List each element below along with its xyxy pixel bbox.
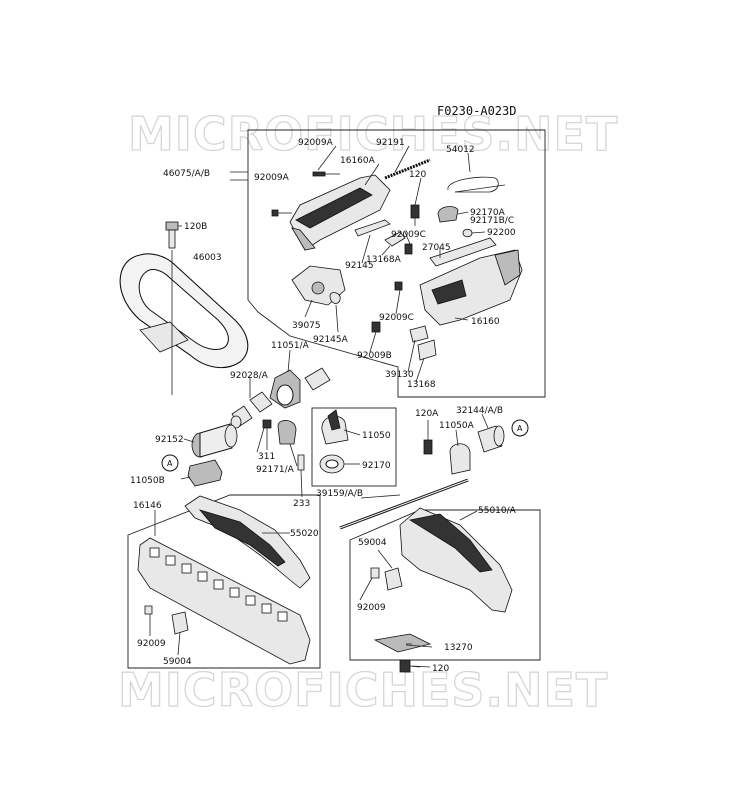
label-92152: 92152: [155, 435, 184, 445]
label-54012: 54012: [446, 145, 475, 155]
handle-half-16160a: [289, 174, 391, 251]
label-92191: 92191: [376, 138, 405, 148]
label-92145a: 92145A: [313, 335, 349, 345]
label-39159: 39159/A/B: [316, 489, 363, 499]
label-11050b: 11050B: [130, 476, 165, 486]
label-92009a-top: 92009A: [298, 138, 334, 148]
label-92009-left: 92009: [137, 639, 166, 649]
label-92009-right: 92009: [357, 603, 386, 613]
label-27045: 27045: [422, 243, 451, 253]
label-120-top: 120: [409, 170, 426, 180]
watermark-top: MICROFICHES.NET: [128, 107, 618, 161]
label-46003: 46003: [193, 253, 222, 263]
label-59004-right: 59004: [358, 538, 387, 548]
label-32144: 32144/A/B: [456, 406, 503, 416]
label-16160: 16160: [471, 317, 500, 327]
label-92171a: 92171/A: [256, 465, 295, 475]
label-16160a: 16160A: [340, 156, 376, 166]
label-46075: 46075/A/B: [163, 169, 210, 179]
label-13168a: 13168A: [366, 255, 402, 265]
label-59004-left: 59004: [163, 657, 192, 667]
cover-16146: [137, 537, 311, 665]
label-39130: 39130: [385, 370, 414, 380]
label-16146: 16146: [133, 501, 162, 511]
label-120b: 120B: [184, 222, 207, 232]
label-39075: 39075: [292, 321, 321, 331]
label-311: 311: [258, 452, 275, 462]
callout-a-left-label: A: [167, 459, 173, 468]
label-13168: 13168: [407, 380, 436, 390]
label-55020: 55020: [290, 529, 319, 539]
label-120a: 120A: [415, 409, 439, 419]
label-92009a-left: 92009A: [254, 173, 290, 183]
label-92028: 92028/A: [230, 371, 269, 381]
label-11050a: 11050A: [439, 421, 475, 431]
handle-assembly-box: [247, 129, 546, 398]
callout-a-right-label: A: [517, 424, 523, 433]
bolt-120b: [165, 221, 179, 395]
label-92009b: 92009B: [357, 351, 392, 361]
watermark-bottom: MICROFICHES.NET: [118, 663, 608, 717]
cover-55010: [399, 507, 513, 613]
guard-55020: [184, 495, 311, 589]
label-92171b: 92171B/C: [470, 216, 514, 226]
label-92145: 92145: [345, 261, 374, 271]
cover-box-right: [349, 509, 541, 661]
label-11051: 11051/A: [271, 341, 310, 351]
label-92170a: 92170A: [470, 208, 506, 218]
label-92009c-a: 92009C: [391, 230, 426, 240]
callout-a-left: [161, 454, 179, 472]
handle-half-16160: [419, 237, 523, 326]
loop-handle: [119, 253, 249, 369]
diagram-code: F0230-A023D: [437, 104, 516, 118]
callout-a-right: [511, 419, 529, 437]
label-13270: 13270: [444, 643, 473, 653]
grip-sleeve-92152: [191, 423, 238, 458]
bracket-11050b: [187, 459, 223, 487]
label-233: 233: [293, 499, 310, 509]
label-92200: 92200: [487, 228, 516, 238]
label-120-bottom: 120: [432, 664, 449, 674]
label-11050: 11050: [362, 431, 391, 441]
label-92170: 92170: [362, 461, 391, 471]
label-92009c-b: 92009C: [379, 313, 414, 323]
label-55010: 55010/A: [478, 506, 517, 516]
clamp-box: [311, 407, 397, 487]
